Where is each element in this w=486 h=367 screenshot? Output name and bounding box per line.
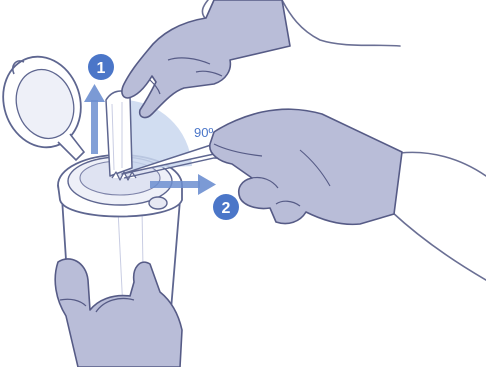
step-badge-1-label: 1 — [97, 60, 106, 77]
flip-lid — [0, 47, 92, 160]
arrow-up — [84, 84, 105, 154]
top-glove — [122, 0, 290, 117]
step-badge-2: 2 — [213, 194, 239, 220]
step-badge-2-label: 2 — [222, 200, 231, 217]
right-arm-outline — [392, 152, 486, 280]
angle-label: 90º — [194, 125, 213, 140]
step-badge-1: 1 — [88, 54, 114, 80]
